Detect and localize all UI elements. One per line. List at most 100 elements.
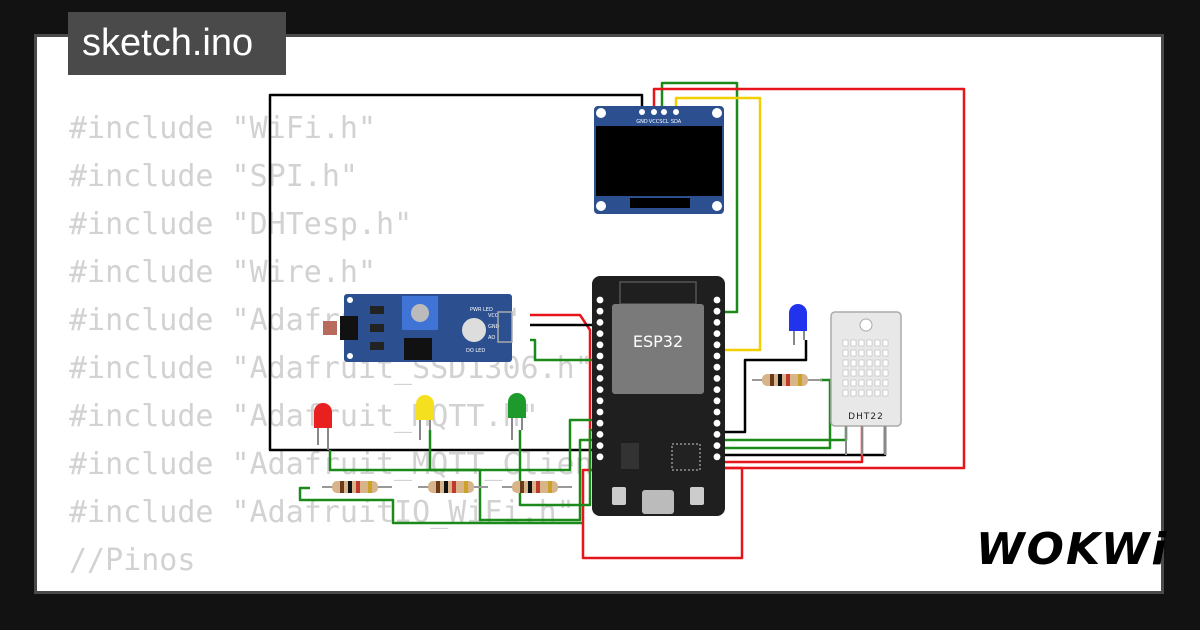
esp32-pin-right: [713, 341, 721, 349]
dht-vent: [842, 349, 849, 357]
resistor-band: [444, 481, 448, 493]
ldr-label-pwr: PWR LED: [470, 307, 493, 313]
esp32-pin-right: [713, 419, 721, 427]
dht-vent: [874, 359, 881, 367]
dht-vent: [850, 369, 857, 377]
esp32-pin-left: [596, 431, 604, 438]
dht-vent: [874, 349, 881, 357]
esp32-pin-left: [596, 419, 604, 427]
dht-vent: [858, 339, 865, 347]
esp32-pin-right: [713, 296, 721, 304]
wire-oled-vcc: [652, 87, 966, 470]
dht-vent: [874, 389, 881, 397]
dht-vent: [858, 349, 865, 357]
ldr-pin-ao: AO: [488, 335, 495, 341]
esp32-board: ESP32: [592, 276, 725, 516]
dht-vent: [882, 379, 889, 387]
esp32-pin-right: [713, 453, 721, 461]
resistor-band: [520, 481, 524, 493]
resistor-band: [464, 481, 468, 493]
dht-vent: [874, 379, 881, 387]
led-blue: [789, 304, 807, 345]
esp32-pin-right: [713, 363, 721, 371]
resistor-band: [536, 481, 540, 493]
code-line: #include "SPI.h": [69, 159, 358, 194]
led-yellow: [416, 395, 434, 440]
esp32-pin-left: [596, 386, 604, 393]
resistor-band: [786, 374, 790, 386]
dht-vent: [874, 339, 881, 347]
ldr-pin-vcc: VCC: [488, 313, 499, 319]
dht-vent: [842, 389, 849, 397]
dht-vent: [850, 339, 857, 347]
dht-vent: [866, 389, 873, 397]
wire-led-green: [518, 418, 600, 472]
dht-vent: [842, 379, 849, 387]
wire-led-red: [328, 438, 600, 522]
esp32-pin-left: [596, 453, 604, 461]
dht-vent: [858, 389, 865, 397]
resistor-band: [548, 481, 552, 493]
esp32-pin-left: [596, 375, 604, 382]
oled-pin-vcc: VCC: [649, 119, 660, 125]
resistor-band: [452, 481, 456, 493]
dht-vent: [842, 339, 849, 347]
resistor-band: [436, 481, 440, 493]
dht-vent: [858, 379, 865, 387]
ldr-module: PWR LED DO LED VCC GND AO: [323, 294, 513, 362]
wire-blue-led-res: [720, 378, 832, 450]
esp32-pin-left: [596, 330, 604, 337]
dht-vent: [866, 349, 873, 357]
dht-vent: [866, 369, 873, 377]
esp32-pin-right: [713, 352, 721, 360]
dht-vent: [858, 369, 865, 377]
resistor-band: [798, 374, 802, 386]
wire-gnd-left: [268, 93, 644, 452]
wire-ldr-ao: [530, 338, 600, 362]
wire-dht-data: [720, 420, 848, 442]
wire-vin: [581, 466, 744, 560]
resistor-band: [340, 481, 344, 493]
oled-display: GND VCC SCL SDA: [594, 106, 724, 214]
resistors: [322, 374, 822, 493]
oled-pin-sda: SDA: [671, 119, 682, 125]
dht-vent: [850, 349, 857, 357]
code-line: #include "DHTesp.h": [69, 207, 413, 242]
esp32-pin-left: [596, 363, 604, 371]
file-tab[interactable]: sketch.ino: [68, 12, 286, 75]
led-green: [508, 393, 526, 440]
wire-blue-led: [720, 340, 808, 434]
code-line: #include "Adafruit_SSD1306.h": [69, 351, 593, 386]
oled-pin-scl: SCL: [659, 119, 669, 125]
dht-vent: [866, 379, 873, 387]
esp32-pin-left: [596, 319, 604, 326]
resistor-band: [348, 481, 352, 493]
wire-res-gnd: [298, 486, 582, 525]
dht-vent: [850, 379, 857, 387]
esp32-label: ESP32: [633, 332, 683, 351]
dht-vent: [882, 369, 889, 377]
esp32-pin-right: [713, 397, 721, 405]
esp32-pin-right: [713, 431, 721, 438]
wokwi-logo: WOKWi: [976, 524, 1169, 575]
dht-label: DHT22: [848, 412, 884, 422]
ldr-label-do: DO LED: [466, 348, 485, 354]
dht-vent: [882, 339, 889, 347]
esp32-pin-left: [596, 408, 604, 416]
dht-vent: [858, 359, 865, 367]
ldr-pin-gnd: GND: [488, 324, 500, 330]
code-listing: #include "WiFi.h"#include "SPI.h"#includ…: [69, 105, 665, 591]
oled-pin-gnd: GND: [636, 119, 648, 125]
esp32-pin-left: [596, 296, 604, 304]
esp32-pin-right: [713, 375, 721, 382]
resistor-band: [528, 481, 532, 493]
dht-vent: [874, 369, 881, 377]
wire-oled-scl: [660, 81, 739, 314]
esp32-pin-right: [713, 330, 721, 337]
dht22-sensor: DHT22: [830, 311, 902, 455]
code-line: #include "Wire.h": [69, 255, 377, 290]
esp32-pin-right: [713, 307, 721, 315]
dht-vent: [866, 339, 873, 347]
dht-vent: [882, 389, 889, 397]
dht-vent: [850, 389, 857, 397]
